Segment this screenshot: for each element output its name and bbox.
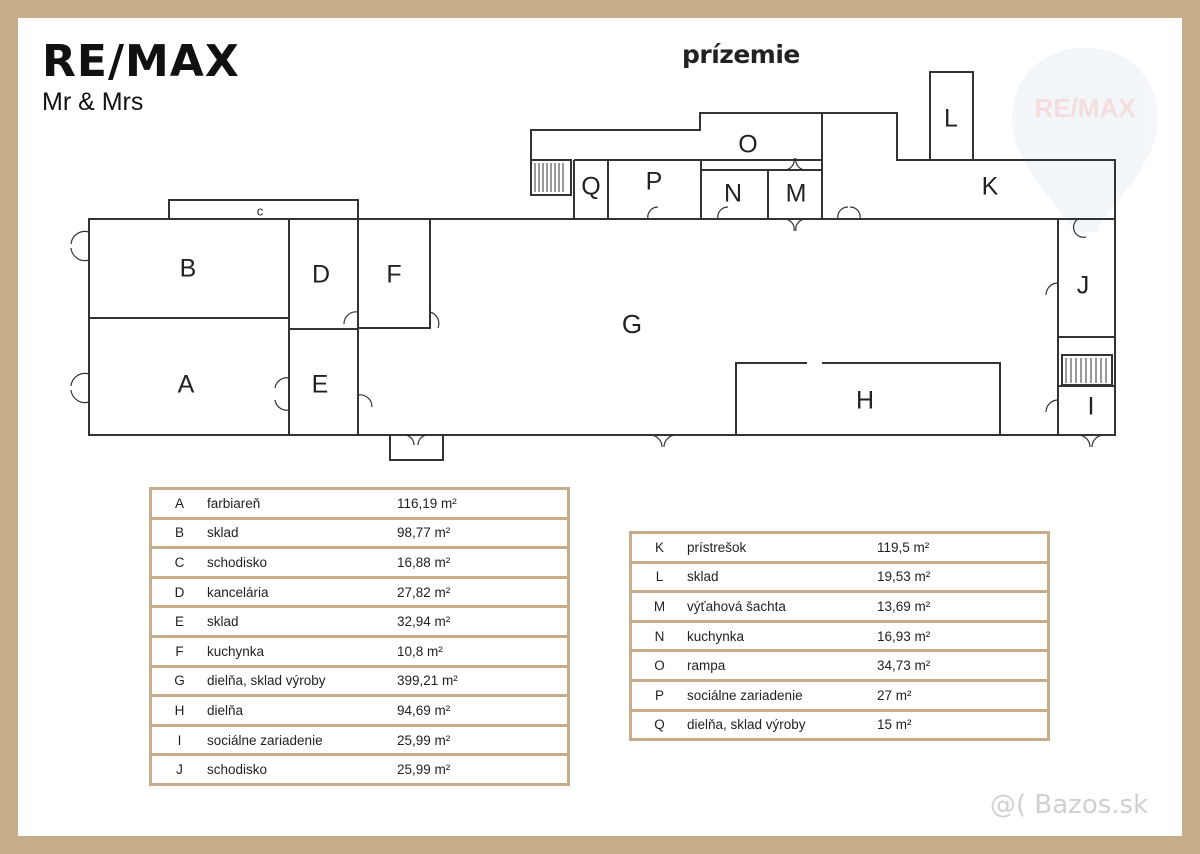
floor-title: prízemie — [682, 40, 800, 69]
room-label-a: A — [178, 371, 195, 399]
room-label-i: I — [1088, 393, 1095, 421]
legend-code: I — [150, 723, 207, 755]
legend-room-name: sklad — [207, 605, 397, 637]
legend-room-name: kuchynka — [687, 619, 877, 651]
balloon-text: RE/MAX — [1034, 93, 1136, 123]
room-label-n: N — [724, 180, 742, 208]
legend-code: P — [630, 678, 687, 711]
room-label-d: D — [312, 261, 330, 289]
legend-room-name: schodisko — [207, 546, 397, 578]
legend-area: 94,69 m² — [397, 694, 569, 726]
legend-area: 119,5 m² — [877, 539, 930, 555]
legend-area: 15 m² — [877, 708, 1049, 740]
room-label-q: Q — [581, 173, 600, 201]
legend-room-name: sociálne zariadenie — [687, 678, 877, 711]
room-label-k: K — [982, 173, 999, 201]
room-label-c: c — [257, 203, 264, 218]
legend-code: J — [150, 753, 207, 785]
bazos-watermark: @( Bazos.sk — [990, 790, 1149, 820]
stair-treads — [534, 163, 1107, 383]
legend-area: 27,82 m² — [397, 575, 569, 607]
legend-area: 98,77 m² — [397, 516, 569, 548]
legend-code: A — [174, 495, 184, 511]
legend-room-name: dielňa, sklad výroby — [687, 708, 877, 740]
legend-area: 34,73 m² — [877, 649, 1049, 681]
legend-area: 25,99 m² — [397, 753, 569, 785]
room-label-e: E — [312, 371, 329, 399]
legend-room-name: farbiareň — [207, 495, 261, 511]
legend-code: L — [630, 560, 687, 592]
legend-area: 10,8 m² — [397, 634, 569, 667]
walls — [88, 71, 1116, 461]
legend-room-name: kuchynka — [207, 634, 397, 667]
legend-room-name: schodisko — [207, 753, 397, 785]
legend-room-name: sklad — [687, 560, 877, 592]
legend-code: K — [654, 539, 664, 555]
legend-code: M — [630, 590, 687, 622]
legend-area: 116,19 m² — [397, 495, 457, 511]
agency-name: Mr & Mrs — [42, 88, 144, 116]
remax-balloon-watermark: RE/MAX — [1012, 48, 1158, 232]
legend-room-name: prístrešok — [687, 539, 747, 555]
legend-room-name: sklad — [207, 516, 397, 548]
legend-code: H — [150, 694, 207, 726]
room-label-o: O — [738, 131, 757, 159]
legend-room-name: dielňa, sklad výroby — [207, 664, 397, 696]
legend-area: 25,99 m² — [397, 723, 569, 755]
legend-area: 19,53 m² — [877, 560, 1049, 592]
legend-code: B — [150, 516, 207, 548]
legend-room-name: dielňa — [207, 694, 397, 726]
room-label-f: F — [386, 261, 401, 289]
legend-code: Q — [630, 708, 687, 740]
legend-area: 399,21 m² — [397, 664, 569, 696]
legend-area: 16,88 m² — [397, 546, 569, 578]
legend-room-name: rampa — [687, 649, 877, 681]
legend-code: C — [150, 546, 207, 578]
room-label-j: J — [1077, 272, 1090, 300]
legend-room-name: výťahová šachta — [687, 590, 877, 622]
room-label-l: L — [944, 105, 958, 133]
legend-code: E — [150, 605, 207, 637]
door-swings — [70, 157, 1105, 448]
remax-logo: RE/MAX Mr & Mrs — [42, 36, 240, 117]
legend-area: 13,69 m² — [877, 590, 1049, 622]
room-labels: B A c D E F G H I J K L M N O P Q — [178, 105, 1095, 421]
legend-code: G — [150, 664, 207, 696]
room-label-m: M — [786, 180, 807, 208]
legend-room-name: sociálne zariadenie — [207, 723, 397, 755]
logo-wordmark: RE/MAX — [42, 36, 240, 87]
room-label-b: B — [180, 255, 197, 283]
legend-code: N — [630, 619, 687, 651]
room-label-h: H — [856, 387, 874, 415]
legend-code: O — [630, 649, 687, 681]
legend-code: D — [150, 575, 207, 607]
room-label-p: P — [646, 168, 663, 196]
legend-code: F — [150, 634, 207, 667]
legend-room-name: kancelária — [207, 575, 397, 607]
legend-area: 32,94 m² — [397, 605, 569, 637]
legend-area: 27 m² — [877, 678, 1049, 711]
legend-area: 16,93 m² — [877, 619, 1049, 651]
room-label-g: G — [622, 309, 642, 339]
